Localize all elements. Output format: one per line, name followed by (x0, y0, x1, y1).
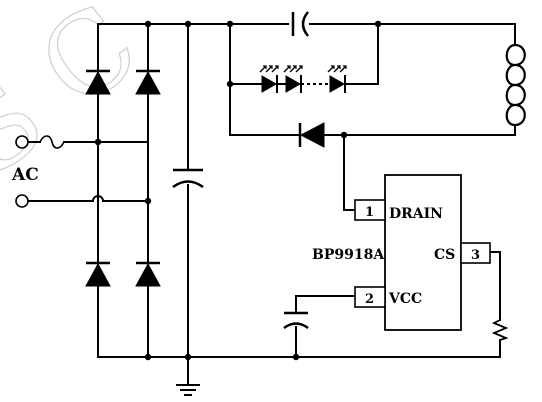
fuse-icon (39, 135, 65, 149)
wire-top-right (377, 23, 516, 46)
wire-drain (343, 134, 356, 211)
junctions (94, 20, 382, 361)
led-3-icon (329, 75, 346, 93)
wire-cs (489, 251, 501, 321)
pin-2-box (354, 286, 386, 308)
wire-ac-crossover (91, 195, 105, 203)
wire-ground-right (377, 339, 501, 358)
chip-name-label: BP9918A (312, 247, 385, 263)
ground-icon (176, 384, 200, 396)
inductor-icon (505, 43, 526, 127)
pin-1-name: DRAIN (389, 206, 443, 222)
wire-vcc (295, 295, 356, 314)
ic-body (384, 174, 462, 331)
ac-terminal-top-icon (15, 135, 29, 149)
led-1-icon (261, 75, 278, 93)
pin-2-name: VCC (388, 291, 422, 307)
pin-3-box (460, 242, 491, 264)
diode-bridge-br-icon (135, 262, 161, 287)
led-string (259, 65, 347, 93)
diode-bridge-tl-icon (85, 70, 111, 95)
bulk-cap-curve-icon (172, 180, 204, 189)
freewheel-diode-icon (298, 122, 325, 148)
pin-1-number: 1 (365, 205, 374, 220)
vcc-capacitor (283, 311, 309, 330)
pin-3-number: 3 (471, 248, 480, 263)
bridge-rectifier (85, 69, 161, 287)
bulk-capacitor (172, 168, 204, 189)
vcc-cap-curve-icon (283, 322, 309, 330)
wires (27, 23, 516, 386)
ac-input: AC (11, 135, 65, 208)
wire-led-left (229, 23, 301, 136)
output-capacitor (289, 11, 309, 37)
pin-3-name: CS (434, 247, 455, 263)
led-2-icon (285, 75, 302, 93)
ac-label: AC (11, 165, 39, 185)
ac-terminal-bottom-icon (15, 194, 29, 208)
diode-bridge-tr-icon (135, 70, 161, 95)
wire-diode-right (323, 124, 516, 136)
pin-1-box (354, 199, 386, 221)
ic-bp9918a: 1 DRAIN 2 VCC 3 CS BP9918A (312, 174, 491, 331)
cs-resistor-icon (491, 319, 509, 341)
diode-bridge-bl-icon (85, 262, 111, 287)
output-cap-curve-icon (301, 11, 309, 37)
pin-2-number: 2 (365, 292, 374, 307)
